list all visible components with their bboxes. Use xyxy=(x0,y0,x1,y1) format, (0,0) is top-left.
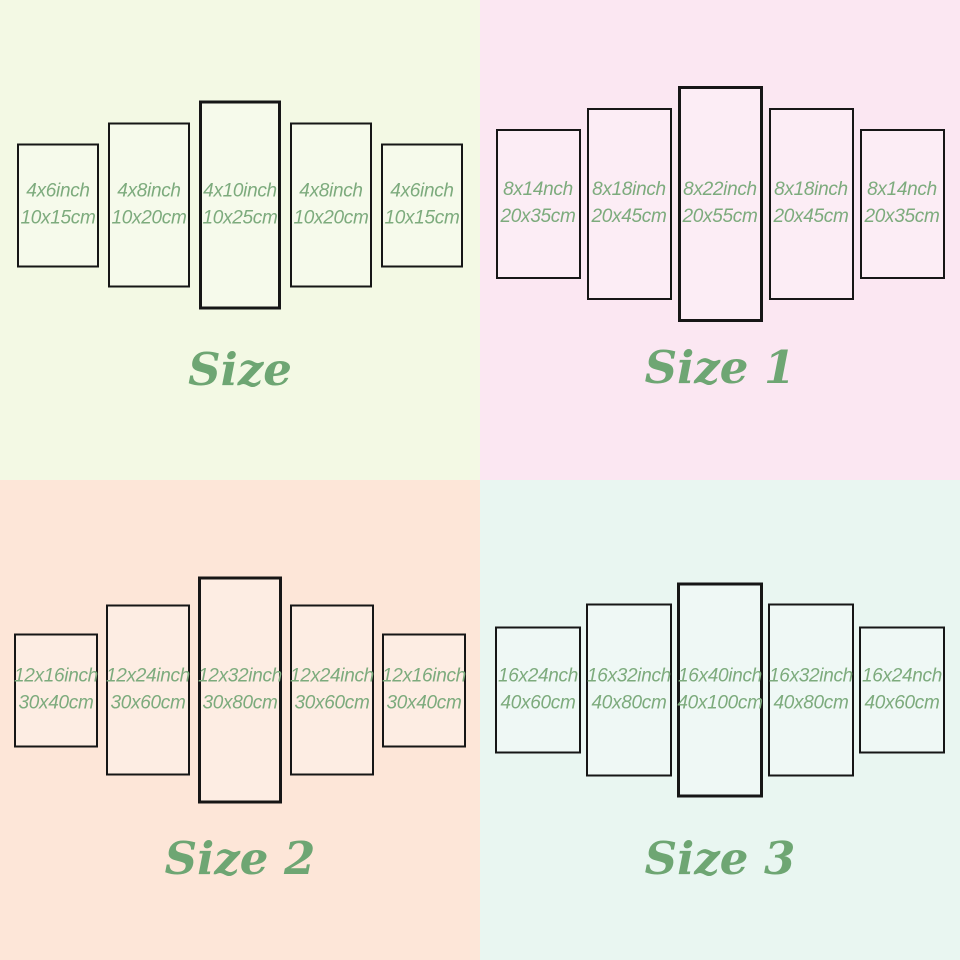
panel-rect: 4x10inch 10x25cm xyxy=(199,100,281,310)
panel-size-inch: 12x16inch xyxy=(14,665,98,687)
quadrant-size-2: 12x16inch 30x40cm 12x24inch 30x60cm 12x3… xyxy=(0,480,480,960)
panel-rect: 16x32inch 40x80cm xyxy=(768,603,854,777)
panel-size-cm: 40x100cm xyxy=(677,692,763,713)
panel-rect: 12x16inch 30x40cm xyxy=(14,633,98,747)
quadrant-size: 4x6inch 10x15cm 4x8inch 10x20cm 4x10inch… xyxy=(0,0,480,480)
panel-rect: 8x18inch 20x45cm xyxy=(768,108,854,300)
panel-rect: 4x6inch 10x15cm xyxy=(381,143,463,267)
panel-size-cm: 30x40cm xyxy=(18,692,94,713)
quadrant-size-3: 16x24nch 40x60cm 16x32inch 40x80cm 16x40… xyxy=(480,480,960,960)
panels-row: 4x6inch 10x15cm 4x8inch 10x20cm 4x10inch… xyxy=(0,100,480,310)
panel-rect: 16x32inch 40x80cm xyxy=(586,603,672,777)
quadrant-title: Size 1 xyxy=(644,341,796,394)
panel-size-cm: 40x60cm xyxy=(500,692,576,713)
panel-size-cm: 30x60cm xyxy=(110,692,186,713)
panel-size-cm: 20x45cm xyxy=(591,206,667,227)
panel-size-inch: 8x14nch xyxy=(867,179,937,201)
panel-size-inch: 16x24nch xyxy=(497,665,578,687)
panel-rect: 16x24nch 40x60cm xyxy=(495,626,581,754)
panel-size-cm: 30x40cm xyxy=(386,692,462,713)
panel-size-cm: 10x20cm xyxy=(293,207,369,228)
quadrant-size-1: 8x14nch 20x35cm 8x18inch 20x45cm 8x22inc… xyxy=(480,0,960,480)
panel-size-cm: 10x15cm xyxy=(384,207,460,228)
panel-size-cm: 40x80cm xyxy=(591,692,667,713)
quadrant-title: Size 3 xyxy=(644,832,796,885)
panel-rect: 4x8inch 10x20cm xyxy=(290,122,372,288)
panel-rect: 8x14nch 20x35cm xyxy=(859,129,945,279)
panel-size-cm: 20x55cm xyxy=(682,206,758,227)
panel-size-cm: 20x35cm xyxy=(500,206,576,227)
panel-size-cm: 40x80cm xyxy=(773,692,849,713)
panel-rect: 8x14nch 20x35cm xyxy=(495,129,581,279)
panel-size-inch: 16x24nch xyxy=(861,665,942,687)
panel-size-cm: 40x60cm xyxy=(864,692,940,713)
panel-rect: 8x22inch 20x55cm xyxy=(677,86,763,322)
panel-size-inch: 4x6inch xyxy=(26,180,90,202)
panel-size-inch: 12x24inch xyxy=(106,665,190,687)
panels-row: 16x24nch 40x60cm 16x32inch 40x80cm 16x40… xyxy=(480,582,960,798)
panel-size-inch: 16x32inch xyxy=(769,665,853,687)
panel-rect: 8x18inch 20x45cm xyxy=(586,108,672,300)
panel-rect: 12x24inch 30x60cm xyxy=(290,604,374,776)
panels-row: 12x16inch 30x40cm 12x24inch 30x60cm 12x3… xyxy=(0,576,480,804)
panel-size-cm: 10x25cm xyxy=(202,207,278,228)
panel-size-inch: 12x32inch xyxy=(198,665,282,687)
panel-size-cm: 10x15cm xyxy=(20,207,96,228)
panel-rect: 12x24inch 30x60cm xyxy=(106,604,190,776)
panel-size-inch: 4x8inch xyxy=(117,180,181,202)
panel-size-inch: 12x16inch xyxy=(382,665,466,687)
panel-rect: 4x8inch 10x20cm xyxy=(108,122,190,288)
panel-rect: 12x32inch 30x80cm xyxy=(198,576,282,804)
panel-size-cm: 30x80cm xyxy=(202,692,278,713)
panel-rect: 4x6inch 10x15cm xyxy=(17,143,99,267)
panel-size-cm: 10x20cm xyxy=(111,207,187,228)
panel-size-inch: 4x8inch xyxy=(299,180,363,202)
panel-size-inch: 8x22inch xyxy=(683,179,757,201)
panel-size-cm: 20x35cm xyxy=(864,206,940,227)
panel-rect: 16x40inch 40x100cm xyxy=(677,582,763,798)
panel-size-inch: 8x18inch xyxy=(774,179,848,201)
panel-rect: 16x24nch 40x60cm xyxy=(859,626,945,754)
panel-size-inch: 8x18inch xyxy=(592,179,666,201)
panel-size-cm: 20x45cm xyxy=(773,206,849,227)
panel-size-inch: 8x14nch xyxy=(503,179,573,201)
panel-size-cm: 30x60cm xyxy=(294,692,370,713)
quadrant-title: Size xyxy=(188,343,292,396)
quadrant-title: Size 2 xyxy=(164,832,316,885)
panel-size-inch: 16x40inch xyxy=(678,665,762,687)
panel-size-inch: 12x24inch xyxy=(290,665,374,687)
panel-size-inch: 4x6inch xyxy=(390,180,454,202)
panel-size-inch: 4x10inch xyxy=(203,180,277,202)
panels-row: 8x14nch 20x35cm 8x18inch 20x45cm 8x22inc… xyxy=(480,86,960,322)
panel-rect: 12x16inch 30x40cm xyxy=(382,633,466,747)
panel-size-inch: 16x32inch xyxy=(587,665,671,687)
